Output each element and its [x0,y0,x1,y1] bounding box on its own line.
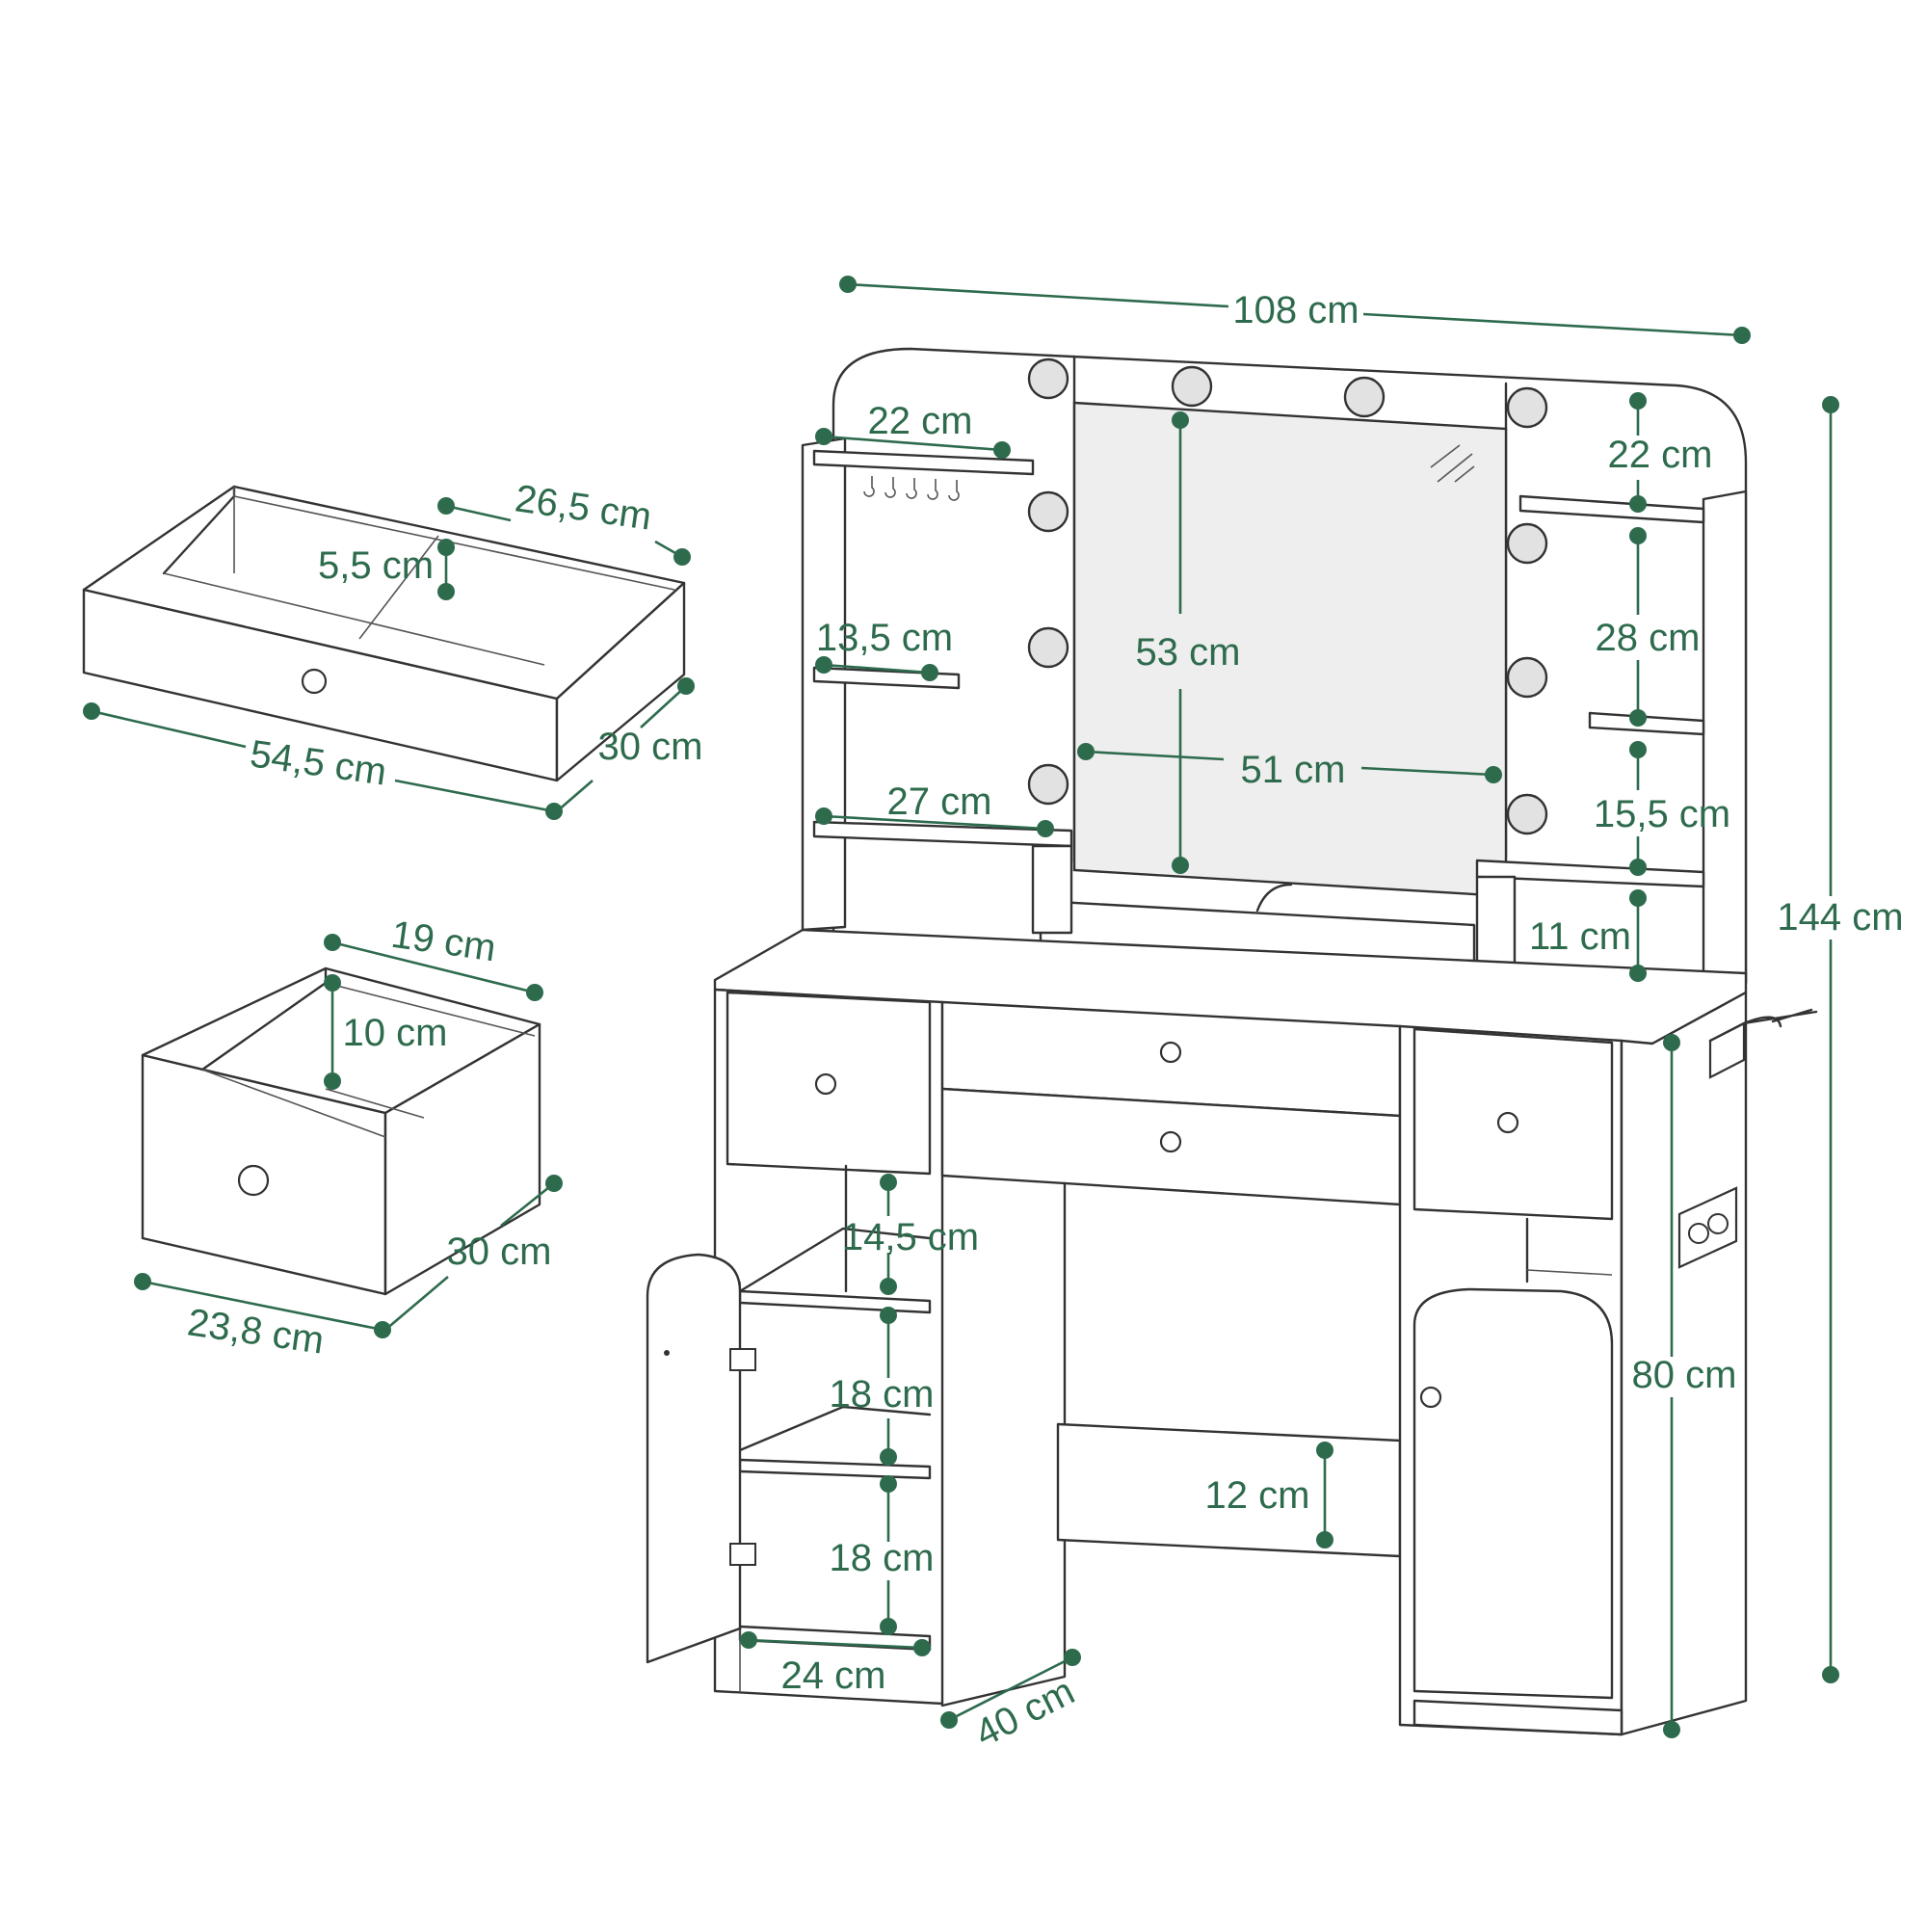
hooks-icon [863,476,960,501]
bulb-icon [1027,763,1069,806]
dimension-lines [83,276,1839,1738]
label-cabinet-shelf-1: 14,5 cm [842,1216,979,1258]
bulb-icon [1171,365,1213,408]
label-cabinet-shelf-2: 18 cm [830,1373,935,1416]
bulb-icon [1343,376,1386,418]
bulb-icon [1506,793,1548,835]
label-right-mid: 28 cm [1596,617,1701,659]
bulb-icon [1506,656,1548,699]
label-cabinet-shelf-3: 18 cm [830,1537,935,1579]
bulb-icon [1506,386,1548,429]
label-small-drawer-height: 10 cm [343,1012,448,1054]
door-knob-icon [1419,1386,1442,1409]
label-left-bottom-shelf: 27 cm [887,781,992,823]
label-footrest-height: 12 cm [1205,1474,1310,1517]
label-overall-width: 108 cm [1232,289,1359,331]
label-large-drawer-width: 54,5 cm [248,732,389,793]
drawer-knob-icon [1159,1041,1182,1064]
hinge-icon [729,1348,756,1566]
right-mid-shelf [1588,711,1705,736]
label-large-drawer-depth: 30 cm [598,726,703,768]
label-left-mid-shelf: 13,5 cm [816,617,953,659]
hair-dryer-holder-icon [1708,1008,1818,1079]
vanity-drawing [646,347,1818,1736]
bulb-icon [1027,357,1069,400]
label-small-drawer-width: 23,8 cm [185,1301,327,1362]
small-drawer-drawing [141,966,541,1296]
label-mirror-height: 53 cm [1136,631,1241,674]
label-right-lower: 15,5 cm [1594,793,1730,835]
label-right-bottom: 11 cm [1529,915,1631,958]
left-top-shelf [812,449,1035,476]
large-drawer-drawing [82,485,686,782]
drawer-knob-icon [1496,1111,1519,1134]
label-cabinet-inner-width: 24 cm [781,1654,886,1697]
right-bottom-shelf [1475,859,1705,888]
label-right-top: 22 cm [1608,434,1713,476]
label-mirror-width: 51 cm [1241,749,1346,791]
drawer-knob-icon [814,1072,837,1096]
label-overall-height: 144 cm [1777,896,1903,939]
label-table-height: 80 cm [1632,1354,1737,1396]
power-socket-icon [1677,1186,1738,1269]
large-drawer-knob-icon [301,668,328,695]
bulb-icon [1027,490,1069,533]
right-cabinet-door [1412,1287,1614,1700]
bulb-icon [1027,626,1069,669]
drawer-knob-icon [1159,1130,1182,1153]
right-side-panel [1620,991,1748,1736]
bulb-icon [1506,522,1548,565]
label-large-drawer-inner-width: 26,5 cm [513,477,654,538]
small-drawer-knob-icon [237,1164,270,1197]
left-cabinet-door [646,1253,742,1664]
label-large-drawer-height: 5,5 cm [318,544,434,587]
label-small-drawer-depth: 30 cm [447,1231,552,1273]
label-left-top-shelf: 22 cm [868,400,973,442]
